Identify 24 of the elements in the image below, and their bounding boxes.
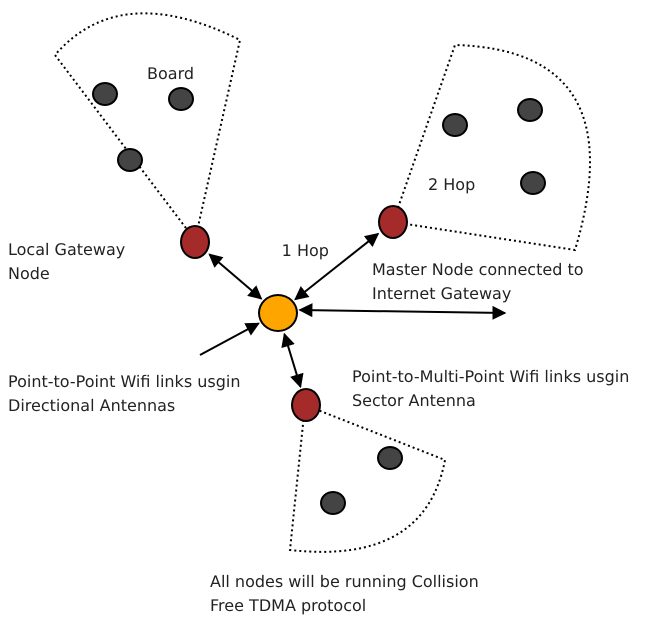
mesh-node bbox=[517, 98, 543, 122]
network-node bbox=[291, 388, 321, 422]
annotation-text: Master Node connected to Internet Gateway bbox=[372, 258, 632, 306]
mesh-node bbox=[520, 171, 546, 195]
mesh-node bbox=[168, 87, 194, 111]
label-text: 2 Hop bbox=[428, 174, 476, 196]
arrow bbox=[298, 303, 506, 320]
mesh-node bbox=[377, 446, 403, 470]
label-text: Board bbox=[147, 63, 196, 85]
network-node bbox=[258, 294, 298, 332]
network-node bbox=[180, 225, 210, 259]
network-node bbox=[378, 205, 408, 239]
mesh-node bbox=[442, 113, 468, 137]
arrow bbox=[200, 322, 260, 356]
mesh-node bbox=[320, 491, 346, 515]
node-caption: Local Gateway Node bbox=[8, 239, 126, 285]
label-text: Point-to-Multi-Point Wifi links usgin Sector Antenna bbox=[352, 366, 630, 412]
arrow bbox=[208, 253, 262, 300]
mesh-node bbox=[117, 148, 143, 172]
mesh-node bbox=[92, 82, 118, 106]
arrow bbox=[294, 232, 380, 300]
label-text: All nodes will be running Collision Free TDMA protocol bbox=[210, 571, 480, 617]
arrow bbox=[281, 332, 304, 388]
annotation-text: Point-to-Point Wifi links usgin Directional Antennas bbox=[8, 370, 298, 418]
